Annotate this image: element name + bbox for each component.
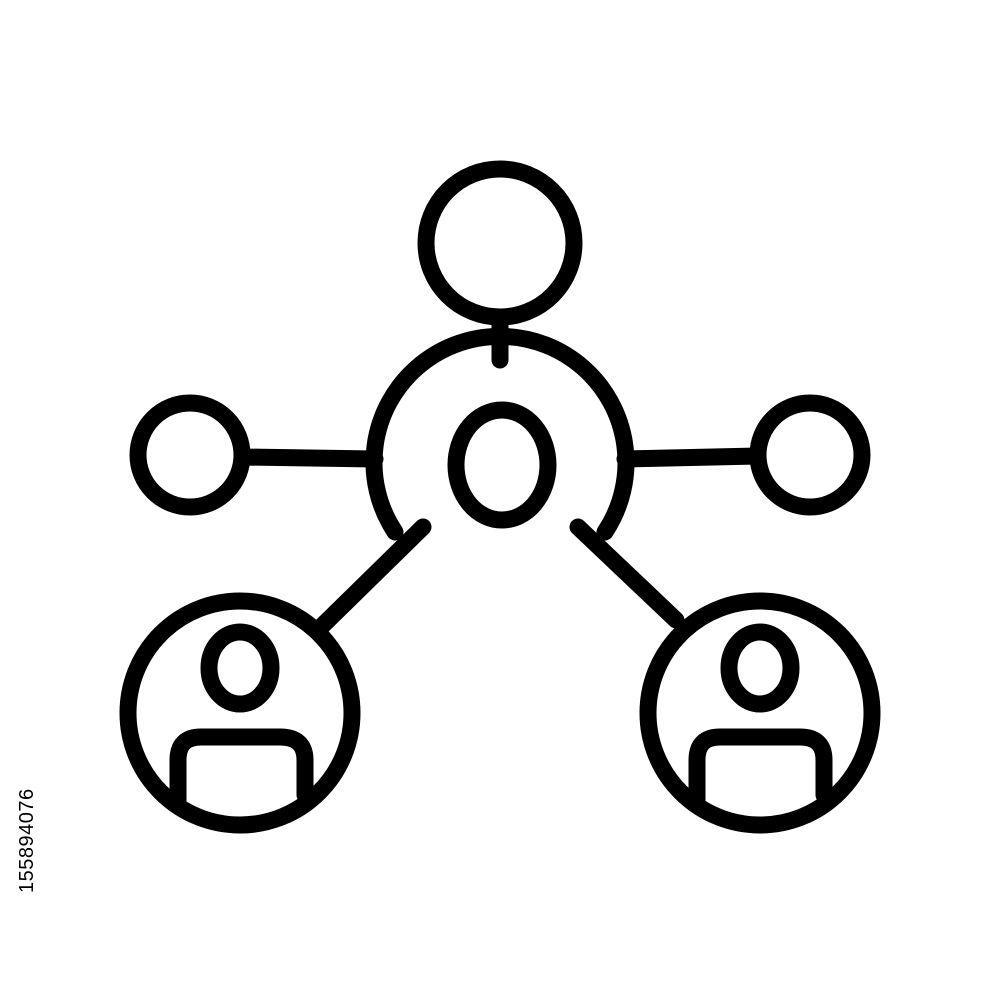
left-node-circle bbox=[129, 394, 251, 516]
lower-left-person-head bbox=[200, 623, 280, 713]
lower-right-connector-line bbox=[569, 518, 685, 629]
central-hub-inner-oval bbox=[447, 401, 557, 529]
right-connector-line bbox=[616, 447, 767, 468]
lower-left-person-circle bbox=[119, 592, 361, 834]
left-connector-line bbox=[233, 448, 384, 468]
lower-left-person-body bbox=[169, 728, 314, 809]
lower-right-person-head bbox=[720, 623, 800, 713]
lower-left-connector-line bbox=[313, 518, 432, 635]
lower-right-person-body bbox=[688, 728, 833, 809]
lower-right-person-circle bbox=[639, 592, 881, 834]
right-node-circle bbox=[749, 394, 871, 516]
top-node-circle bbox=[417, 160, 583, 326]
stock-id-watermark: 155894076 bbox=[16, 788, 38, 893]
